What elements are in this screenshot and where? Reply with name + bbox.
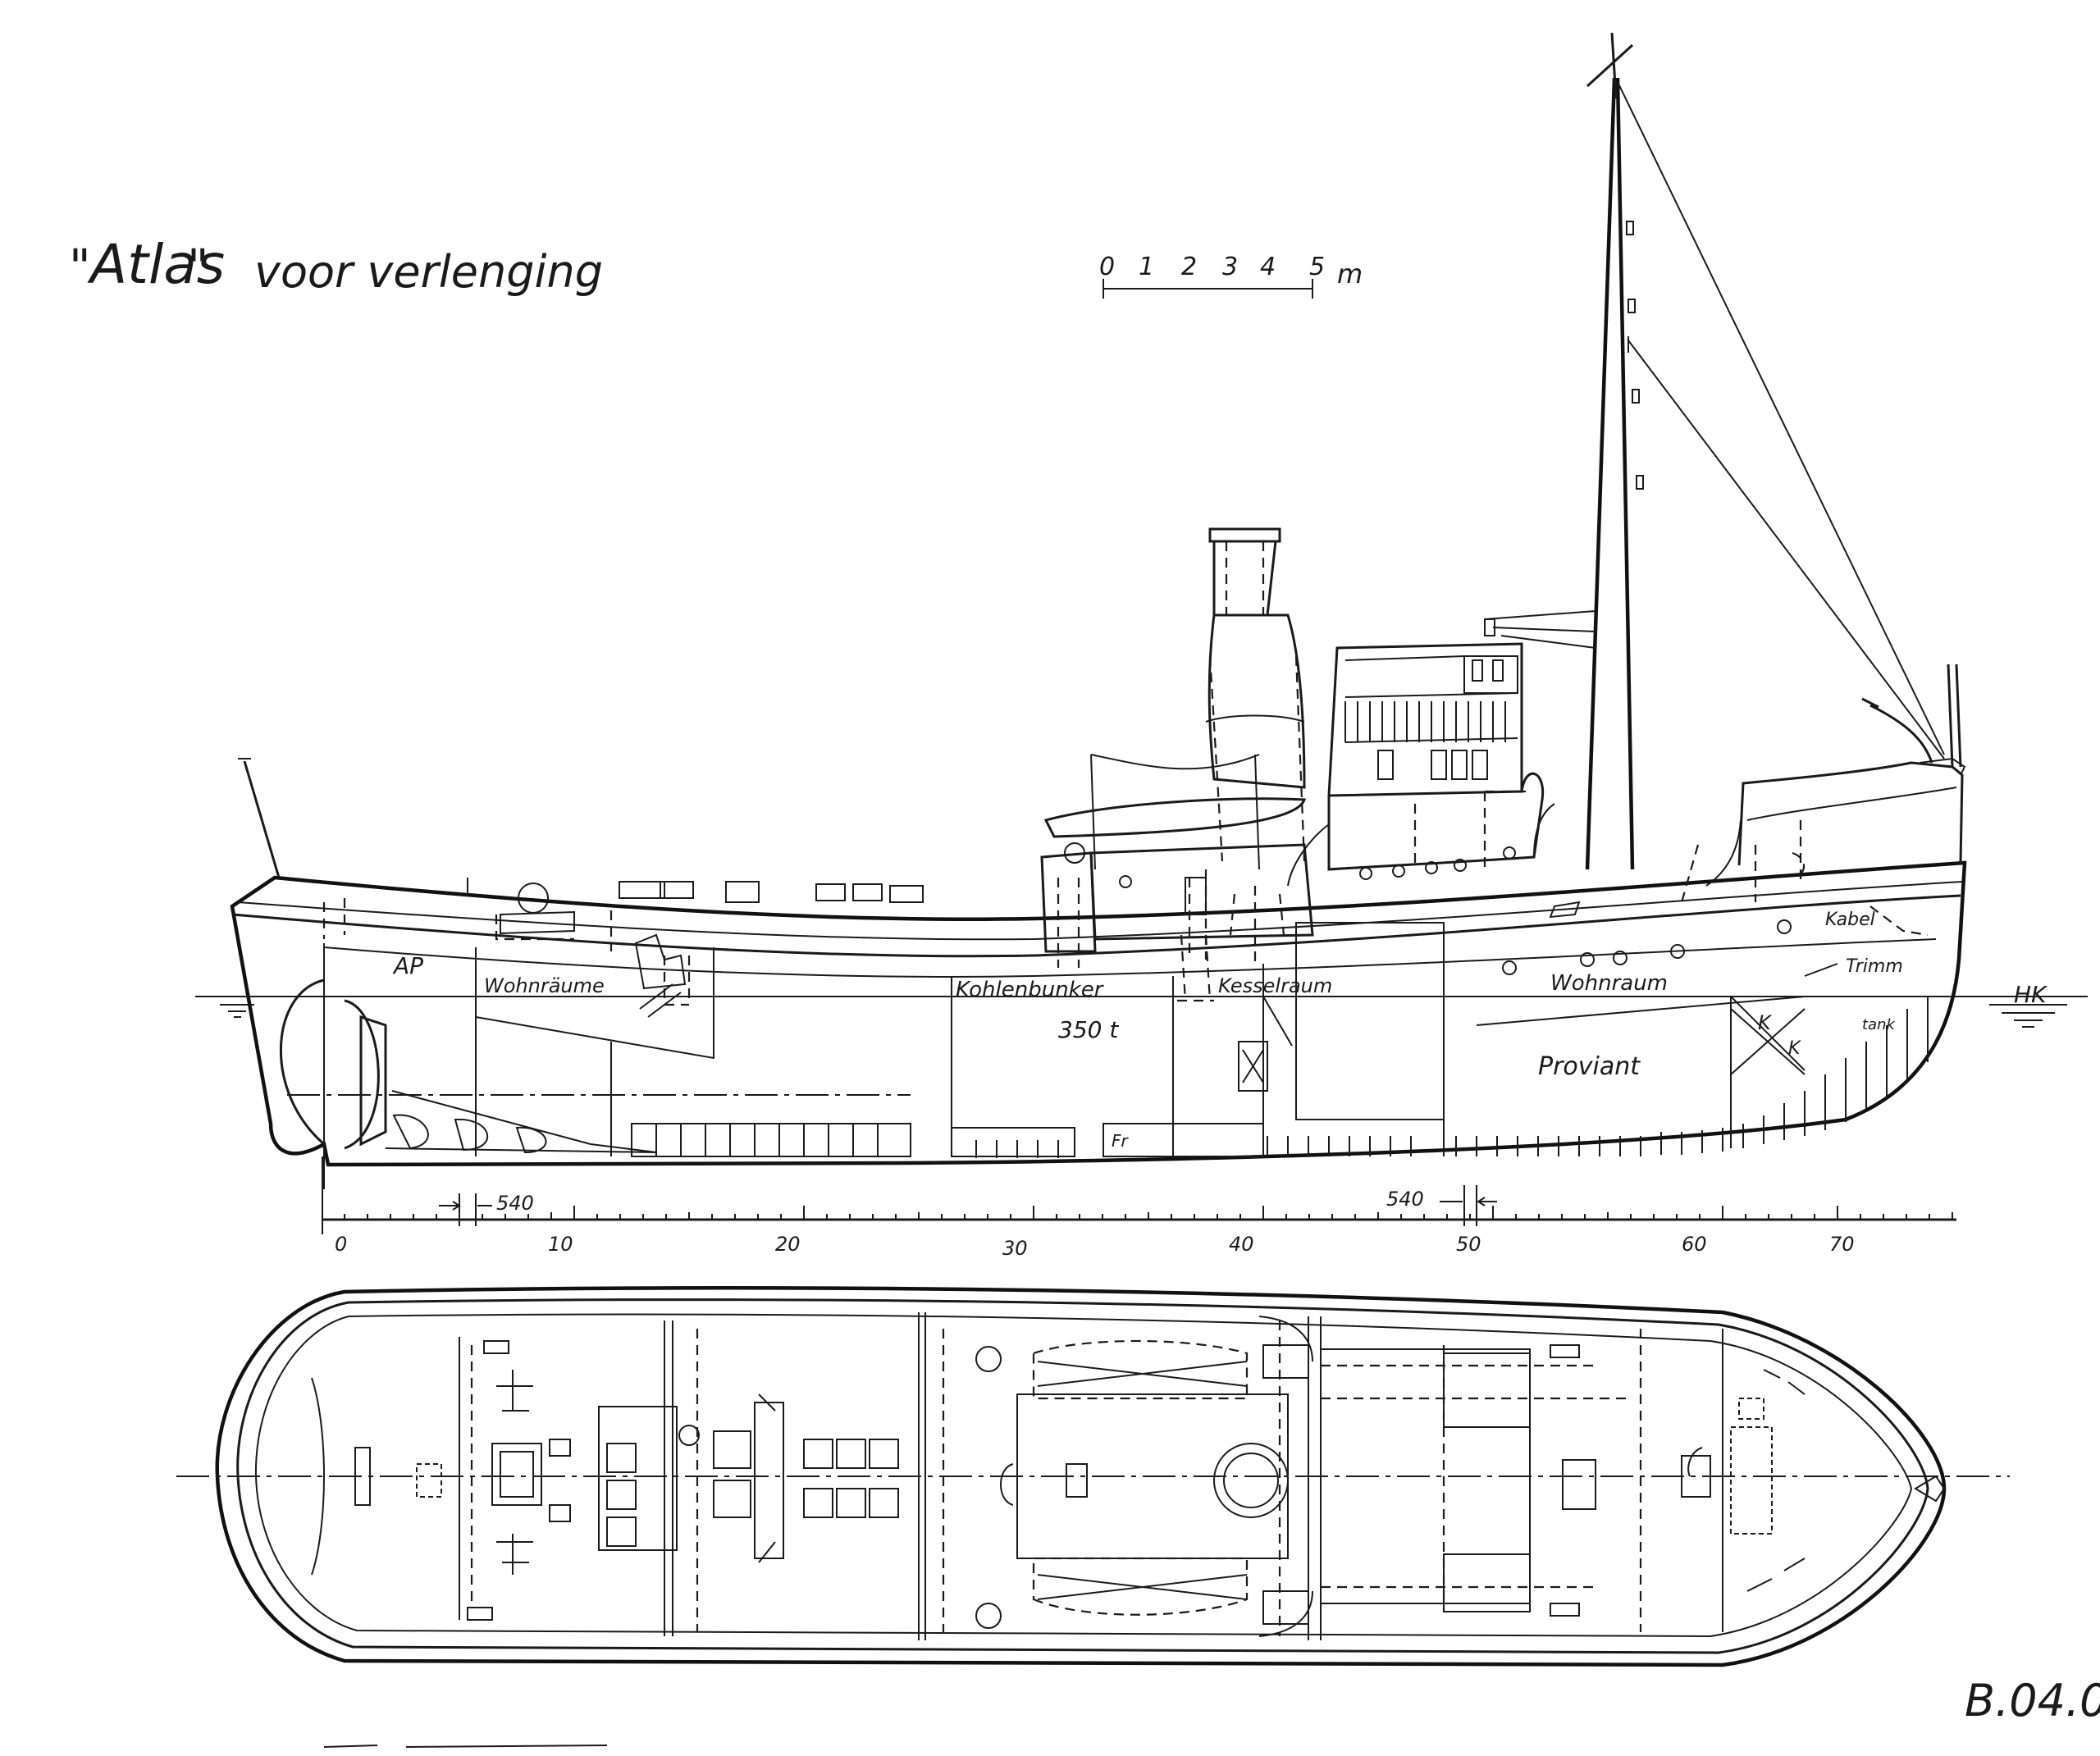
drawing-number: B.04.0 <box>1965 1675 2100 1726</box>
label-k2: K <box>1788 1038 1801 1059</box>
label-fr: Fr <box>1112 1131 1130 1151</box>
label-k1: K <box>1758 1011 1773 1034</box>
plan-skylights <box>598 1344 1596 1629</box>
label-ap: AP <box>392 952 423 979</box>
label-kesselraum: Kesselraum <box>1218 974 1332 997</box>
frame-scale: 0 10 20 30 40 50 60 70 540 540 <box>322 1156 1956 1260</box>
frame-label-10: 10 <box>548 1233 573 1256</box>
frame-label-40: 40 <box>1229 1233 1254 1256</box>
plan-forward-details <box>1681 1369 1946 1592</box>
bottom-edge-strokes <box>323 1745 608 1748</box>
stern-rudder <box>279 978 387 1150</box>
side-elevation: AP Wohnräume Kohlenbunker 350 t Kesselra… <box>195 32 2088 1189</box>
frame-spacing-left: 540 <box>496 1192 534 1215</box>
label-wohnraume: Wohnräume <box>484 974 605 997</box>
frame-label-70: 70 <box>1829 1233 1855 1256</box>
frame-label-30: 30 <box>1002 1237 1028 1260</box>
deck-fittings-aft <box>467 842 1085 1018</box>
label-kabel: Kabel <box>1825 910 1875 930</box>
frame-label-20: 20 <box>775 1233 801 1256</box>
frame-spacing-right: 540 <box>1386 1188 1424 1211</box>
frame-label-50: 50 <box>1456 1233 1481 1256</box>
bridge <box>1287 618 1581 919</box>
title-ship-name: Atlas <box>87 233 225 296</box>
scale-tick-1: 1 <box>1139 253 1154 281</box>
label-tank: tank <box>1862 1016 1896 1033</box>
title-quote-close: " <box>187 239 209 294</box>
label-hk: HK <box>2014 981 2048 1008</box>
label-wohnraum: Wohnraum <box>1550 971 1668 996</box>
scale-unit: m <box>1337 258 1363 290</box>
hull-outline <box>230 860 1967 1167</box>
funnel <box>1205 527 1306 862</box>
scale-bar: 0 1 2 3 4 5 m <box>1099 253 1363 299</box>
label-trimm: Trimm <box>1846 956 1903 977</box>
scale-tick-2: 2 <box>1181 253 1197 281</box>
drawing-title: " Atlas " voor verlenging <box>69 233 603 298</box>
label-proviant: Proviant <box>1538 1052 1641 1081</box>
waterline-symbol-right <box>1989 1004 2067 1028</box>
scale-tick-4: 4 <box>1260 253 1276 281</box>
label-kohlenbunker: Kohlenbunker <box>956 978 1105 1002</box>
title-quote-open: " <box>69 239 91 294</box>
frame-label-0: 0 <box>335 1233 347 1256</box>
deckhouse <box>1089 843 1314 941</box>
main-mast <box>1484 32 1945 870</box>
plan-aft-equipment <box>354 1340 571 1621</box>
lifeboat-aft <box>1043 797 1307 838</box>
double-bottom <box>631 997 1929 1158</box>
aft-flagpole <box>243 760 281 878</box>
frame-label-60: 60 <box>1682 1233 1707 1256</box>
forecastle <box>1737 761 1964 866</box>
scale-tick-3: 3 <box>1222 253 1238 281</box>
portholes <box>1502 919 1792 975</box>
scale-tick-5: 5 <box>1309 253 1325 281</box>
deck-fittings-dashed <box>322 820 1929 1006</box>
plan-view <box>176 1286 2010 1667</box>
title-subtitle: voor verlenging <box>254 246 603 298</box>
scale-tick-0: 0 <box>1099 253 1115 281</box>
label-bunker-capacity: 350 t <box>1058 1016 1119 1043</box>
